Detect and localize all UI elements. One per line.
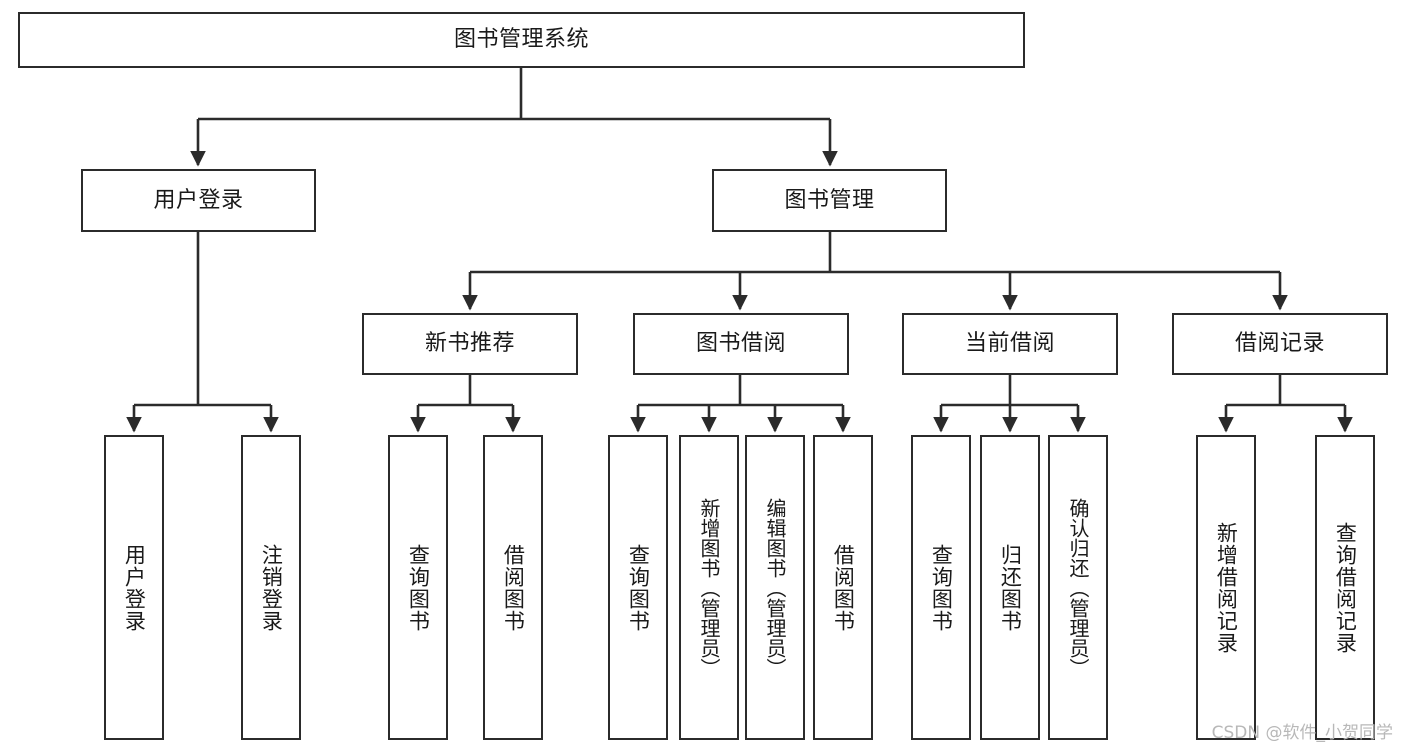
node-leaf-record-add-record[interactable]: 新增借阅记录: [1196, 435, 1256, 740]
node-user-login-label: 用户登录: [153, 187, 244, 213]
node-leaf-label: 查询图书: [406, 543, 431, 632]
node-leaf-borrow-borrow-book[interactable]: 借阅图书: [813, 435, 873, 740]
node-leaf-borrow-edit-book-admin[interactable]: 编辑图书（管理员）: [745, 435, 805, 740]
node-user-login[interactable]: 用户登录: [81, 169, 316, 232]
node-leaf-user-login-login[interactable]: 用户登录: [104, 435, 164, 740]
node-book-management-label: 图书管理: [784, 187, 875, 213]
node-leaf-borrow-add-book-admin[interactable]: 新增图书（管理员）: [679, 435, 739, 740]
node-leaf-user-login-logout[interactable]: 注销登录: [241, 435, 301, 740]
node-leaf-label: 查询图书: [929, 543, 954, 632]
node-root-book-management-system[interactable]: 图书管理系统: [18, 12, 1025, 68]
node-new-book-recommend[interactable]: 新书推荐: [362, 313, 578, 375]
node-current-borrow-label: 当前借阅: [964, 331, 1055, 357]
node-leaf-label: 确认归还（管理员）: [1066, 497, 1090, 678]
node-leaf-current-confirm-return-admin[interactable]: 确认归还（管理员）: [1048, 435, 1108, 740]
node-leaf-record-query-record[interactable]: 查询借阅记录: [1315, 435, 1375, 740]
node-leaf-label: 新增借阅记录: [1214, 521, 1239, 654]
node-book-borrow[interactable]: 图书借阅: [633, 313, 849, 375]
node-leaf-label: 归还图书: [998, 543, 1023, 632]
node-leaf-new-book-borrow[interactable]: 借阅图书: [483, 435, 543, 740]
node-book-borrow-label: 图书借阅: [695, 331, 786, 357]
csdn-watermark: CSDN @软件_小贺同学: [1211, 723, 1393, 743]
node-leaf-current-return-book[interactable]: 归还图书: [980, 435, 1040, 740]
node-leaf-label: 新增图书（管理员）: [697, 497, 721, 678]
node-book-management[interactable]: 图书管理: [712, 169, 947, 232]
node-new-book-recommend-label: 新书推荐: [424, 331, 515, 357]
node-leaf-current-query-book[interactable]: 查询图书: [911, 435, 971, 740]
node-borrow-record-label: 借阅记录: [1234, 331, 1325, 357]
node-borrow-record[interactable]: 借阅记录: [1172, 313, 1388, 375]
node-leaf-new-book-query[interactable]: 查询图书: [388, 435, 448, 740]
node-leaf-label: 借阅图书: [831, 543, 856, 632]
node-leaf-label: 编辑图书（管理员）: [763, 497, 787, 678]
node-leaf-label: 查询图书: [626, 543, 651, 632]
node-leaf-label: 用户登录: [122, 543, 147, 632]
node-leaf-borrow-query-book[interactable]: 查询图书: [608, 435, 668, 740]
node-root-label: 图书管理系统: [453, 27, 589, 53]
node-leaf-label: 查询借阅记录: [1333, 521, 1358, 654]
node-leaf-label: 借阅图书: [501, 543, 526, 632]
node-current-borrow[interactable]: 当前借阅: [902, 313, 1118, 375]
node-leaf-label: 注销登录: [259, 543, 284, 632]
